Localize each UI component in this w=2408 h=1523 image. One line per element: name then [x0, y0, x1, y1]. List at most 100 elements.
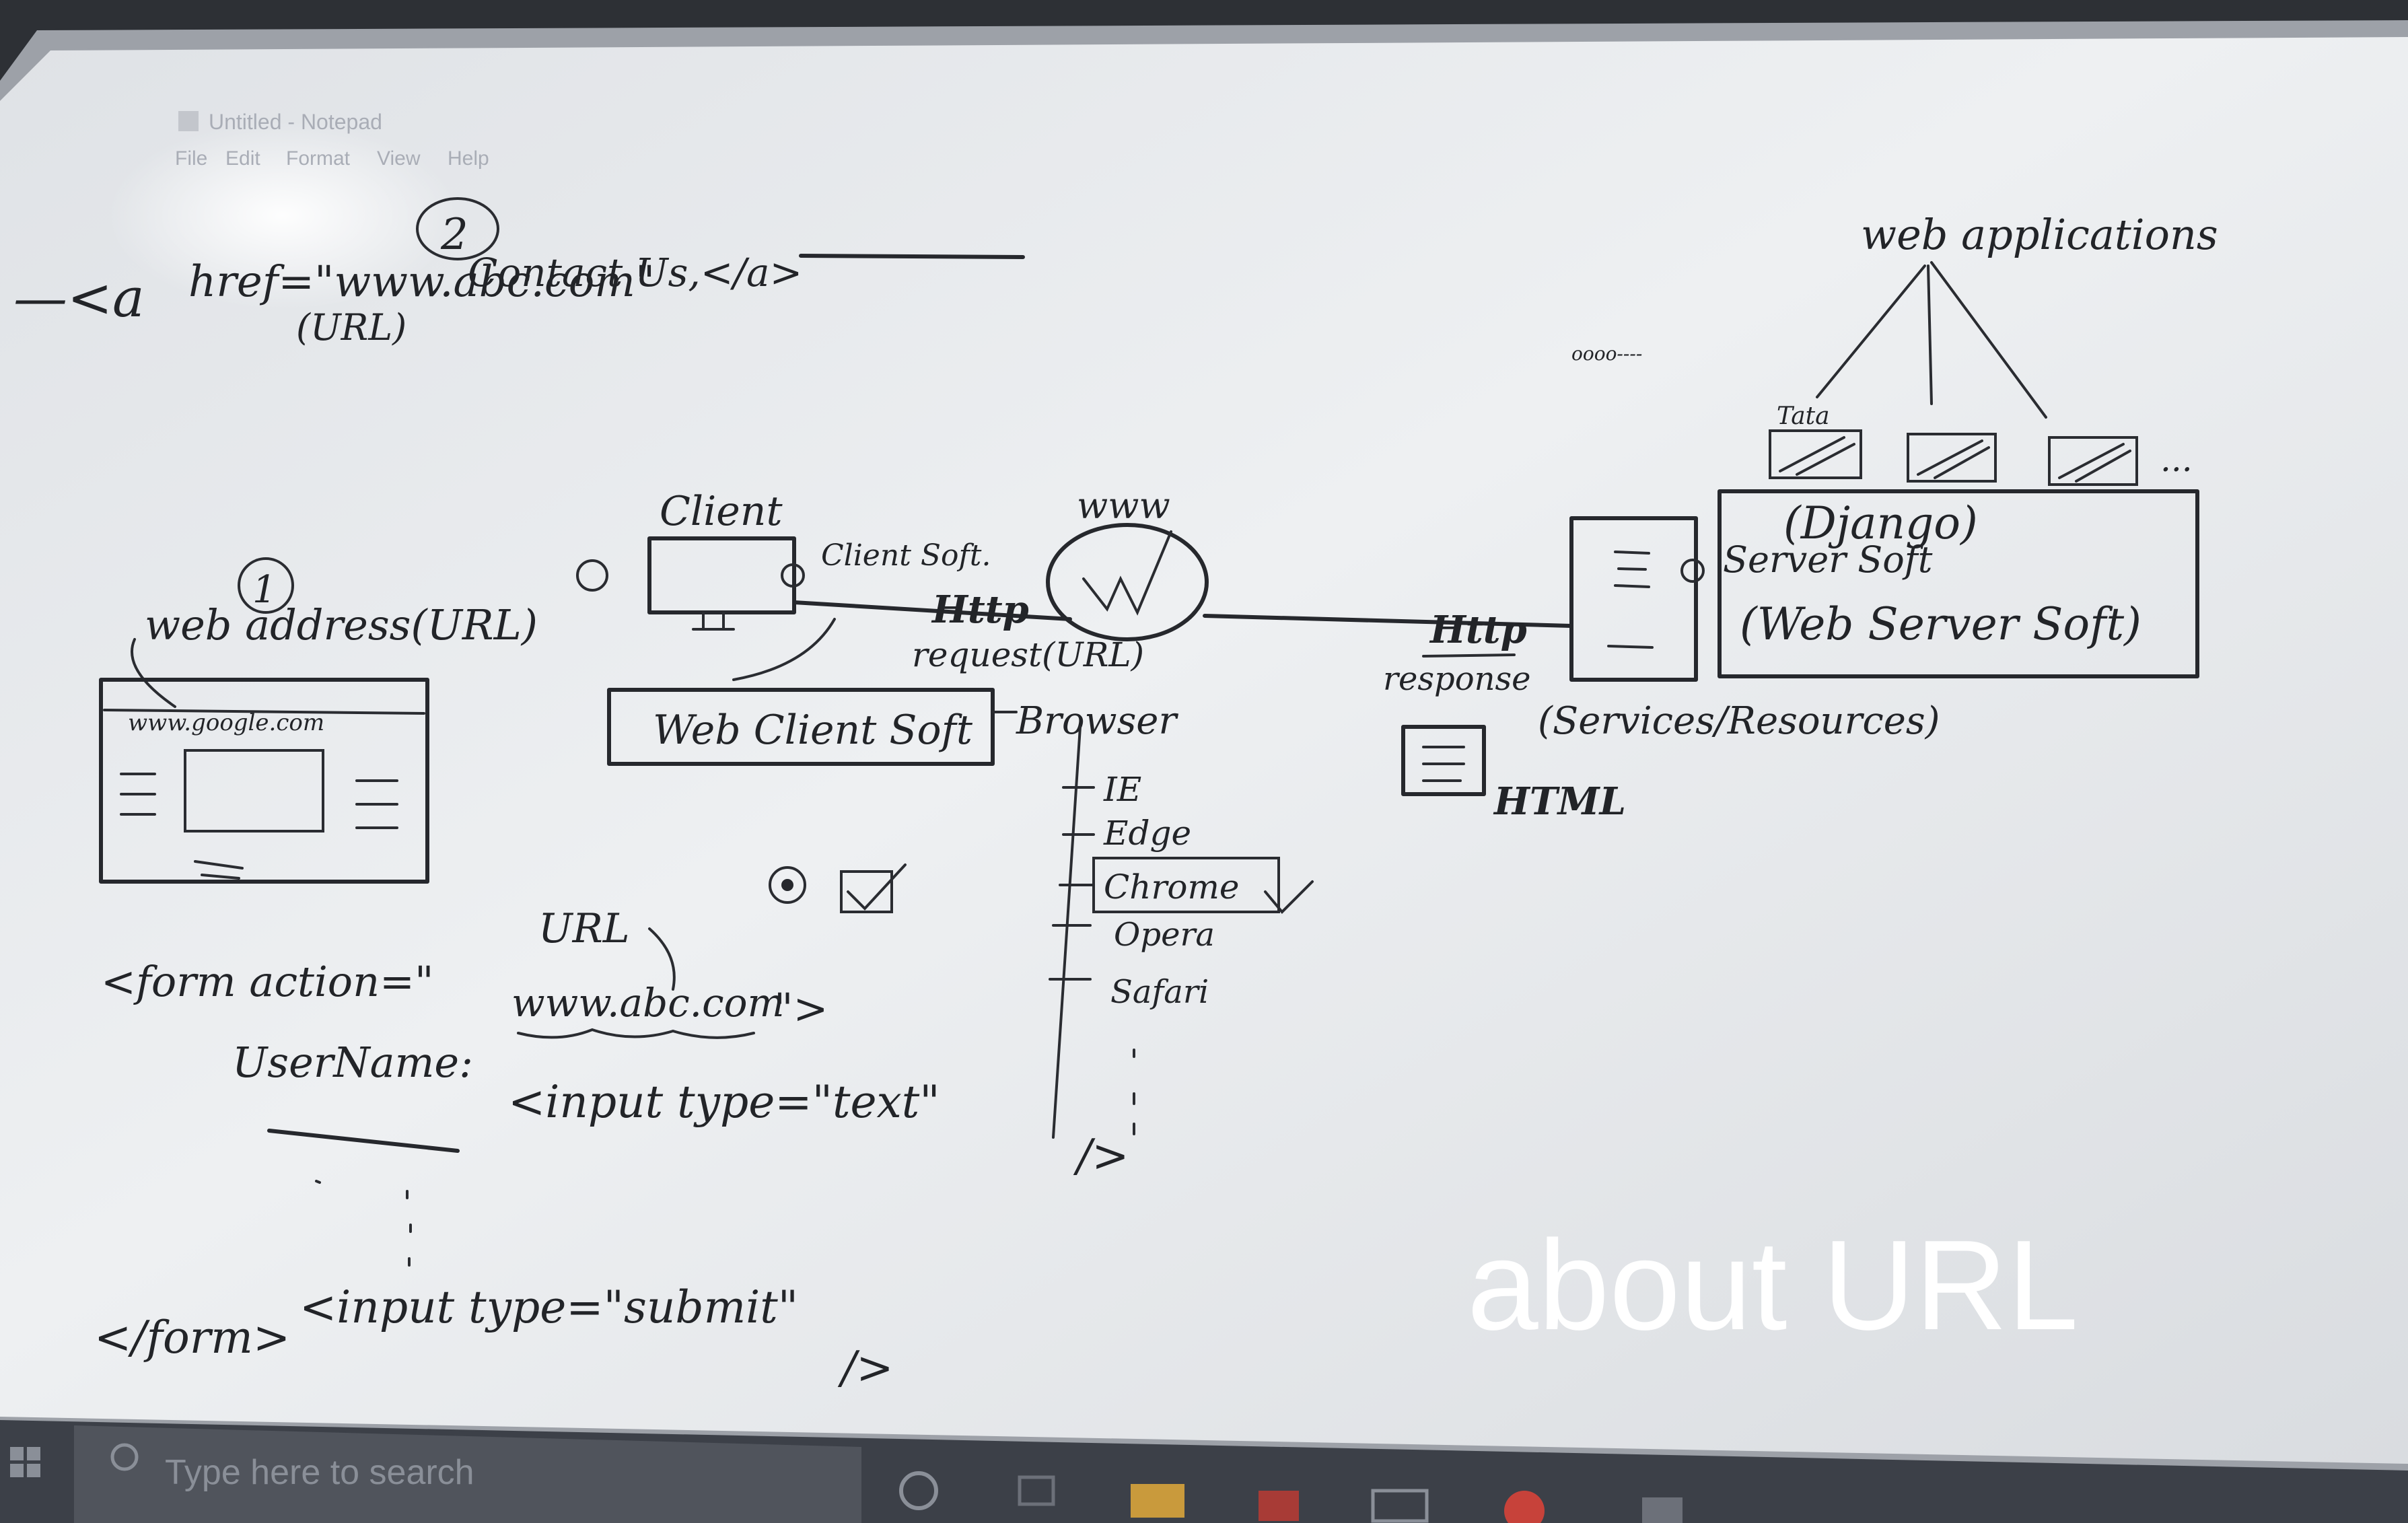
form-action-squiggle — [517, 1028, 755, 1039]
taskbar-search-input[interactable]: Type here to search — [165, 1453, 474, 1492]
response-arrow — [1422, 653, 1516, 658]
client-gear-icon — [781, 563, 805, 588]
browser-edge: Edge — [1103, 814, 1191, 853]
form-open-end: "> — [774, 984, 828, 1033]
client-monitor-icon — [647, 536, 796, 614]
client-soft-label: Client Soft. — [821, 538, 991, 573]
cortana-icon[interactable] — [899, 1471, 938, 1510]
network: www Http request(URL) Http response HTML — [792, 485, 1626, 824]
notepad-menu: File Edit Format View Help — [175, 147, 489, 170]
chrome-taskbar-icon[interactable] — [1504, 1491, 1545, 1523]
web-apps-label: web applications — [1861, 210, 2218, 259]
web-apps-dots: oooo---- — [1571, 343, 1642, 365]
menu-edit[interactable]: Edit — [225, 147, 260, 170]
form-submit-close: /> — [837, 1342, 894, 1394]
anchor-note: —<a href="www.abc.com" (URL) 2 Contact U… — [13, 197, 1025, 349]
taskbar-window-icon[interactable] — [1371, 1489, 1429, 1523]
www-to-server-line — [1203, 614, 1573, 628]
anchor-url-note: (URL) — [296, 306, 406, 349]
anchor-number: 2 — [440, 210, 468, 260]
browser-tree-trunk — [1052, 725, 1082, 1139]
windows-start-icon[interactable] — [10, 1447, 40, 1477]
chrome-highlight-box — [1092, 857, 1280, 913]
web-applications: web applications oooo---- Tata ... — [1571, 210, 2218, 486]
browser-opera: Opera — [1114, 916, 1215, 954]
form-username-label: UserName: — [232, 1038, 473, 1087]
google-address: www.google.com — [128, 709, 324, 736]
www-globe-scribble — [1082, 530, 1172, 616]
request-url-label: request(URL) — [912, 635, 1144, 674]
browser-sketch-stand — [194, 860, 244, 880]
app-label-tata: Tata — [1777, 402, 1830, 430]
username-blank-line — [267, 1129, 460, 1153]
arrow-app-3 — [1930, 261, 2047, 419]
arrow-app-1 — [1816, 264, 1926, 398]
caption-overlay: about URL — [1467, 1214, 2078, 1357]
html-doc-lines — [1422, 746, 1465, 782]
browser-label: Browser — [1016, 699, 1178, 743]
form-code: URL <form action=" www.abc.com "> UserNa… — [94, 905, 1129, 1394]
client-soft-arrow — [732, 618, 836, 681]
number-2-circle — [416, 197, 499, 260]
notepad-title: Untitled - Notepad — [209, 110, 382, 134]
app-box-1 — [1769, 429, 1862, 479]
anchor-link-text: Contact Us,</a> — [468, 250, 802, 295]
browser-sketch-content-box — [184, 749, 324, 833]
client-monitor-stand — [692, 611, 735, 631]
search-icon — [110, 1443, 139, 1471]
file-explorer-icon[interactable] — [1131, 1484, 1184, 1518]
app-more-dots: ... — [2160, 440, 2193, 479]
browser-safari: Safari — [1110, 973, 1209, 1011]
menu-help[interactable]: Help — [448, 147, 489, 170]
client-side: 1 web address(URL) Client Client Soft. W… — [145, 488, 1314, 1139]
menu-format[interactable]: Format — [286, 147, 351, 170]
form-url-label: URL — [538, 905, 630, 952]
client-label: Client — [660, 488, 783, 535]
form-open: <form action=" — [101, 957, 434, 1006]
http-response-label: Http — [1429, 608, 1527, 652]
browser-tree-branches — [1049, 786, 1095, 981]
form-input-text: <input type="text" — [508, 1076, 940, 1128]
arrow-app-2 — [1927, 264, 1933, 405]
server-side: (Django) Server Soft (Web Server Soft) (… — [1538, 489, 2199, 743]
taskbar-app-icon[interactable] — [1259, 1491, 1299, 1521]
form-close: </form> — [94, 1312, 290, 1363]
app-box-2 — [1907, 433, 1997, 483]
browser-window-sketch — [99, 678, 429, 884]
menu-file[interactable]: File — [175, 147, 207, 170]
server-tower — [1569, 516, 1698, 682]
anchor-href: href="www.abc.com" — [188, 257, 655, 307]
web-address-label: web address(URL) — [145, 600, 538, 649]
notepad-icon — [178, 111, 199, 131]
http-request-label: Http — [931, 588, 1029, 632]
app-box-2-hatch — [1917, 439, 1990, 479]
taskbar-app-icon-2[interactable] — [1642, 1497, 1683, 1523]
checkbox-icon — [840, 870, 893, 913]
app-box-3-hatch — [2058, 443, 2131, 483]
anchor-lead: —<a — [13, 267, 145, 329]
form-action-url: www.abc.com — [511, 980, 785, 1026]
web-client-soft-box — [607, 688, 995, 766]
web-client-soft-label: Web Client Soft — [653, 707, 973, 754]
task-view-icon[interactable] — [1018, 1475, 1055, 1506]
form-input-submit: <input type="submit" — [299, 1281, 798, 1333]
browser-sketch: www.google.com — [99, 638, 429, 884]
web-server-soft: (Web Server Soft) — [1740, 598, 2141, 650]
taskbar-search-box[interactable] — [74, 1425, 861, 1523]
number-1-circle — [238, 557, 294, 614]
browser-sketch-lines — [120, 773, 398, 829]
app-box-3 — [2048, 436, 2138, 486]
server-tower-lines — [1607, 551, 1654, 649]
taskbar: Type here to search — [0, 1420, 2408, 1523]
response-label: response — [1383, 660, 1531, 698]
server-software-box — [1718, 489, 2199, 678]
client-to-www-line — [792, 600, 1072, 621]
server-resources: (Services/Resources) — [1538, 699, 1940, 743]
www-label: www — [1077, 485, 1170, 527]
www-globe-icon — [1046, 523, 1209, 641]
checkbox-check-icon — [847, 863, 907, 911]
radio-icon — [769, 866, 806, 904]
menu-view[interactable]: View — [377, 147, 421, 170]
browser-chrome: Chrome — [1104, 867, 1239, 907]
